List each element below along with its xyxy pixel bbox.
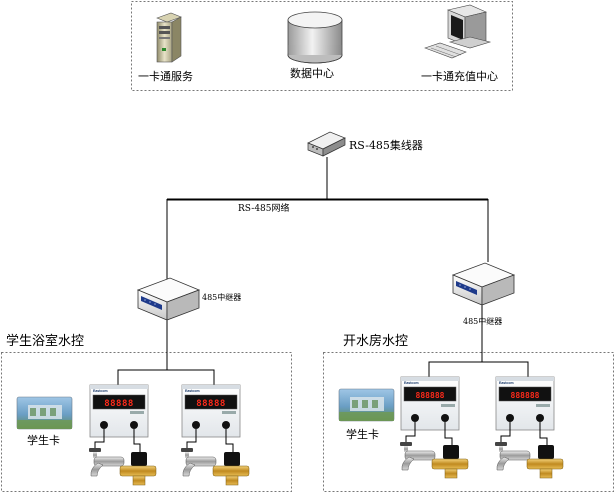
controller-brand: Eastcom [185,389,200,393]
faucet-icon [495,442,531,471]
water-controller [89,384,149,438]
repeater-icon-left [136,277,201,321]
controller-brand: Eastcom [93,389,108,393]
controller-display: 88888 [104,399,134,409]
water-controller [495,376,555,431]
repeater-label: 485中继器 [202,293,242,302]
network-label: RS-485网络 [238,204,290,214]
solenoid-valve-icon [119,452,157,486]
zone-title: 开水房水控 [343,334,409,349]
student-card-label: 学生卡 [346,428,379,441]
student-card-icon [16,396,73,430]
controller-display: 88888 [196,399,226,409]
water-controller [181,384,241,438]
faucet-icon [400,442,436,471]
bathroom-zone-box [1,352,292,492]
computer-icon [424,4,492,59]
network-wiring [117,157,529,385]
controller-brand: Eastcom [499,381,514,385]
recharge-center-label: 一卡通充值中心 [421,70,498,83]
solenoid-valve-icon [526,445,564,479]
solenoid-valve-icon [212,452,250,486]
student-card-label: 学生卡 [27,434,60,447]
valve-cables [94,422,548,453]
hub-icon [307,131,346,157]
zone-title: 学生浴室水控 [6,334,85,349]
repeater-label: 485中继器 [463,317,503,326]
boiler-zone-box [323,352,614,492]
controller-brand: Eastcom [404,381,419,385]
server-icon [156,12,182,63]
repeater-icon-right [451,262,516,306]
server-label: 一卡通服务 [138,70,193,83]
faucet-icon [89,448,125,477]
database-icon [287,11,343,64]
controller-display: 888888 [511,391,540,400]
faucet-icon [181,448,217,477]
controller-display: 888888 [416,391,445,400]
water-controller [400,376,460,431]
hub-label: RS-485集线器 [349,139,423,152]
server-group-box [131,1,513,91]
database-label: 数据中心 [290,67,334,80]
student-card-icon [338,388,395,422]
solenoid-valve-icon [431,445,469,479]
